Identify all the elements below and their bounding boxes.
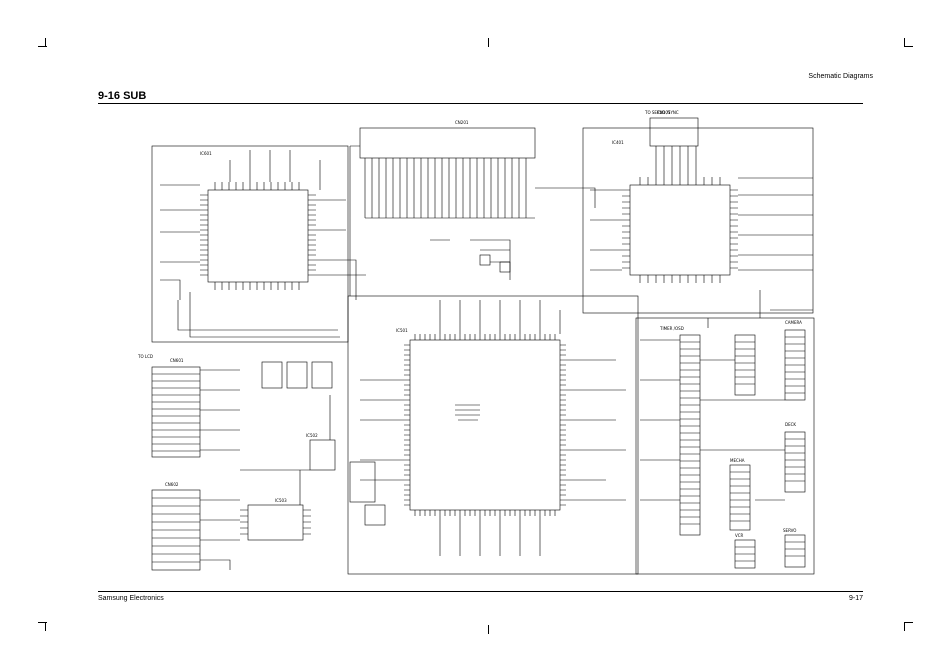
ic601-label: IC601 <box>200 151 212 156</box>
footer-company: Samsung Electronics <box>98 595 164 602</box>
timer-connector <box>734 334 756 396</box>
ic503-label: IC503 <box>275 498 287 503</box>
crop-mark <box>904 38 905 47</box>
osd-label: TIMER /OSD <box>659 326 684 331</box>
deck-label: DECK <box>785 422 796 427</box>
ic401-label: IC401 <box>612 140 624 145</box>
cn601-connector <box>151 366 201 458</box>
ic502-body <box>309 439 336 471</box>
crop-mark <box>38 46 47 47</box>
ic401-body <box>629 184 731 276</box>
vcr-label: VCR <box>735 533 744 538</box>
osd-connector <box>679 334 701 536</box>
section-header: Schematic Diagrams <box>808 73 873 80</box>
crop-mark <box>904 622 913 623</box>
footer-page-number: 9-17 <box>848 595 863 602</box>
page-title: 9-16 SUB <box>98 90 147 102</box>
header-rule <box>98 103 863 104</box>
cn602-label: CN602 <box>165 482 179 487</box>
cn101-label: CN101 <box>657 110 671 115</box>
servo-connector <box>784 534 806 568</box>
crop-mark <box>904 46 913 47</box>
crop-mark <box>488 38 489 47</box>
mecha-connector <box>729 464 751 531</box>
to-servo-label: TO SERVO /SYNC <box>644 110 679 115</box>
ic501-label: IC501 <box>396 328 408 333</box>
mecha-label: MECHA <box>730 458 745 463</box>
ic-small-1 <box>261 361 283 389</box>
connector-panel-frame <box>635 317 815 575</box>
crop-mark <box>45 622 46 631</box>
crop-mark <box>38 622 47 623</box>
ic501-body <box>409 339 561 511</box>
crop-mark <box>488 625 489 634</box>
crop-mark <box>904 622 905 631</box>
ic-small-2 <box>286 361 308 389</box>
ic502-label: IC502 <box>306 433 318 438</box>
crop-mark <box>45 38 46 47</box>
servo-label: SERVO <box>783 528 796 533</box>
ic601-body <box>207 189 309 283</box>
cn601-label: CN601 <box>170 358 184 363</box>
right-section-frame <box>582 127 814 314</box>
cn201-label: CN201 <box>455 120 469 125</box>
to-lcd-label: TO LCD <box>137 354 153 359</box>
cn101-connector <box>649 117 699 147</box>
footer-rule <box>98 591 863 592</box>
ic503-body <box>247 504 304 541</box>
camera-label: CAMERA <box>785 320 802 325</box>
cn201-connector <box>359 127 536 159</box>
deck-connector <box>784 431 806 493</box>
ic-small-3 <box>311 361 333 389</box>
main-section-frame <box>347 295 639 575</box>
left-section-frame <box>151 145 349 343</box>
